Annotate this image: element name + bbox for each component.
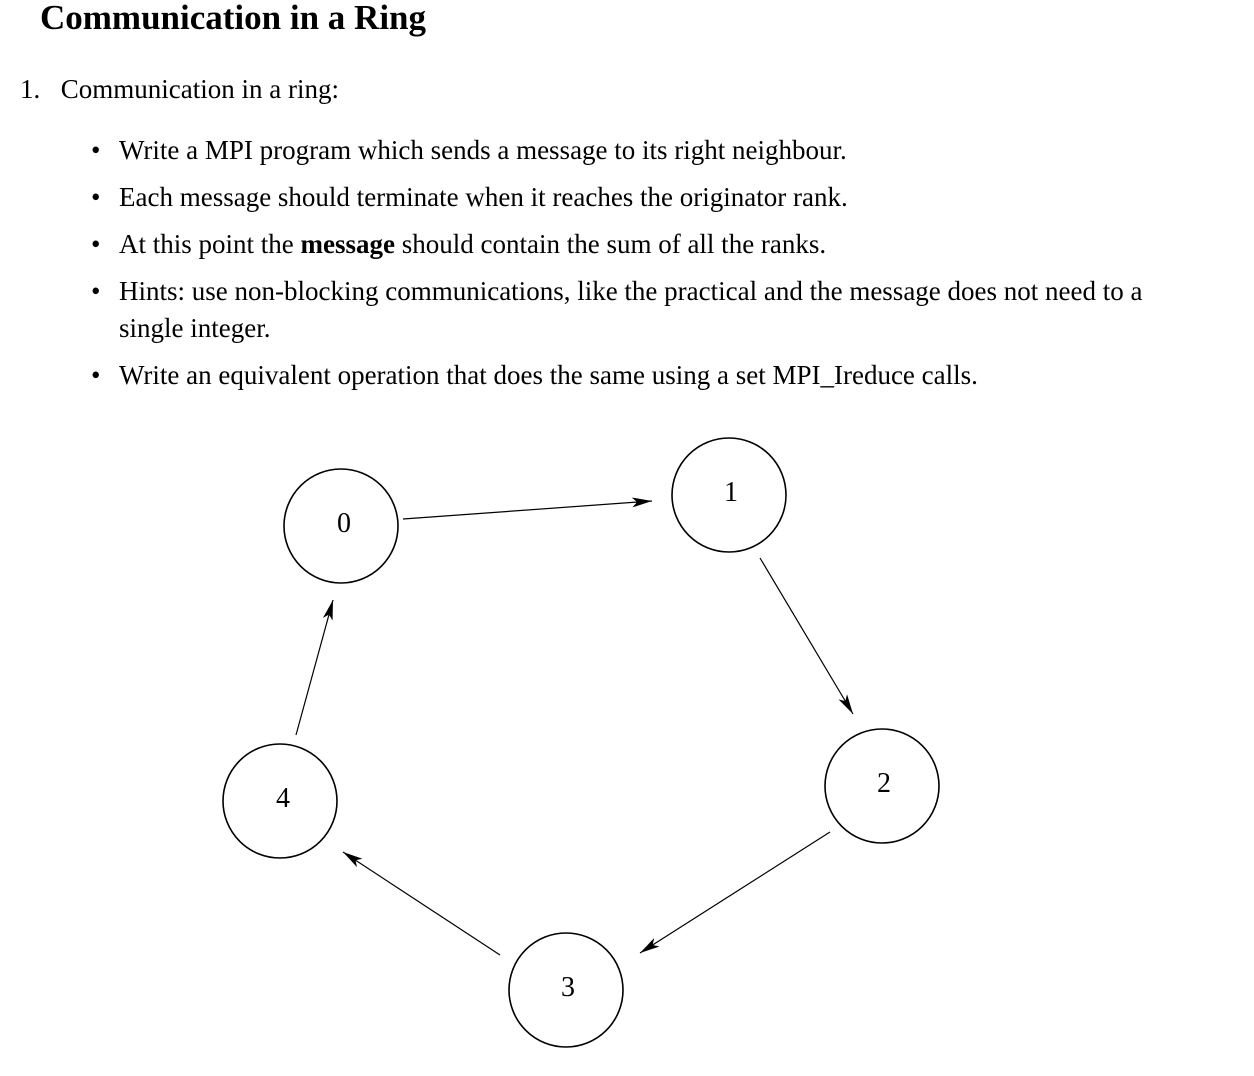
bullet-text: Write an equivalent operation that does … xyxy=(119,360,978,390)
requirements-list: • Write a MPI program which sends a mess… xyxy=(88,132,1198,404)
bullet-icon: • xyxy=(91,182,101,212)
node-label: 2 xyxy=(877,768,891,799)
edge-4-to-0 xyxy=(295,599,334,736)
bullet-icon: • xyxy=(91,135,101,165)
page-title: Communication in a Ring xyxy=(40,0,427,37)
bullet-text: Write a MPI program which sends a messag… xyxy=(119,135,847,165)
bullet-item: • At this point the message should conta… xyxy=(88,226,1198,263)
ring-node: 2 xyxy=(824,728,940,844)
edge-2-to-3 xyxy=(639,831,831,954)
edge-1-to-2 xyxy=(759,557,854,715)
bullet-item: • Hints: use non-blocking communications… xyxy=(88,273,1198,347)
bold-term: message xyxy=(300,229,395,259)
ring-node: 0 xyxy=(283,468,399,584)
node-label: 3 xyxy=(561,972,575,1003)
exercise-item-heading: 1. Communication in a ring: xyxy=(20,72,339,106)
bullet-icon: • xyxy=(91,360,101,390)
bullet-icon: • xyxy=(91,276,101,306)
bullet-text: Each message should terminate when it re… xyxy=(119,182,848,212)
node-label: 4 xyxy=(276,783,290,814)
bullet-item: • Write an equivalent operation that doe… xyxy=(88,357,1198,394)
bullet-text: Hints: use non-blocking communications, … xyxy=(119,276,1143,343)
bullet-text: At this point the message should contain… xyxy=(119,226,1198,263)
item-number: 1. xyxy=(20,74,41,104)
edge-3-to-4 xyxy=(342,851,501,956)
bullet-text-after: should contain the sum of all the ranks. xyxy=(394,229,827,259)
item-label: Communication in a ring: xyxy=(60,74,339,104)
bullet-icon: • xyxy=(91,229,101,259)
ring-node: 4 xyxy=(222,743,338,859)
ring-node: 1 xyxy=(671,437,787,553)
edge-0-to-1 xyxy=(402,497,653,520)
bullet-text-before: At this point the xyxy=(119,229,301,259)
node-label: 0 xyxy=(337,508,351,539)
bullet-item: • Write a MPI program which sends a mess… xyxy=(88,132,1198,169)
ring-node: 3 xyxy=(508,932,624,1048)
node-label: 1 xyxy=(724,477,738,508)
bullet-item: • Each message should terminate when it … xyxy=(88,179,1198,216)
